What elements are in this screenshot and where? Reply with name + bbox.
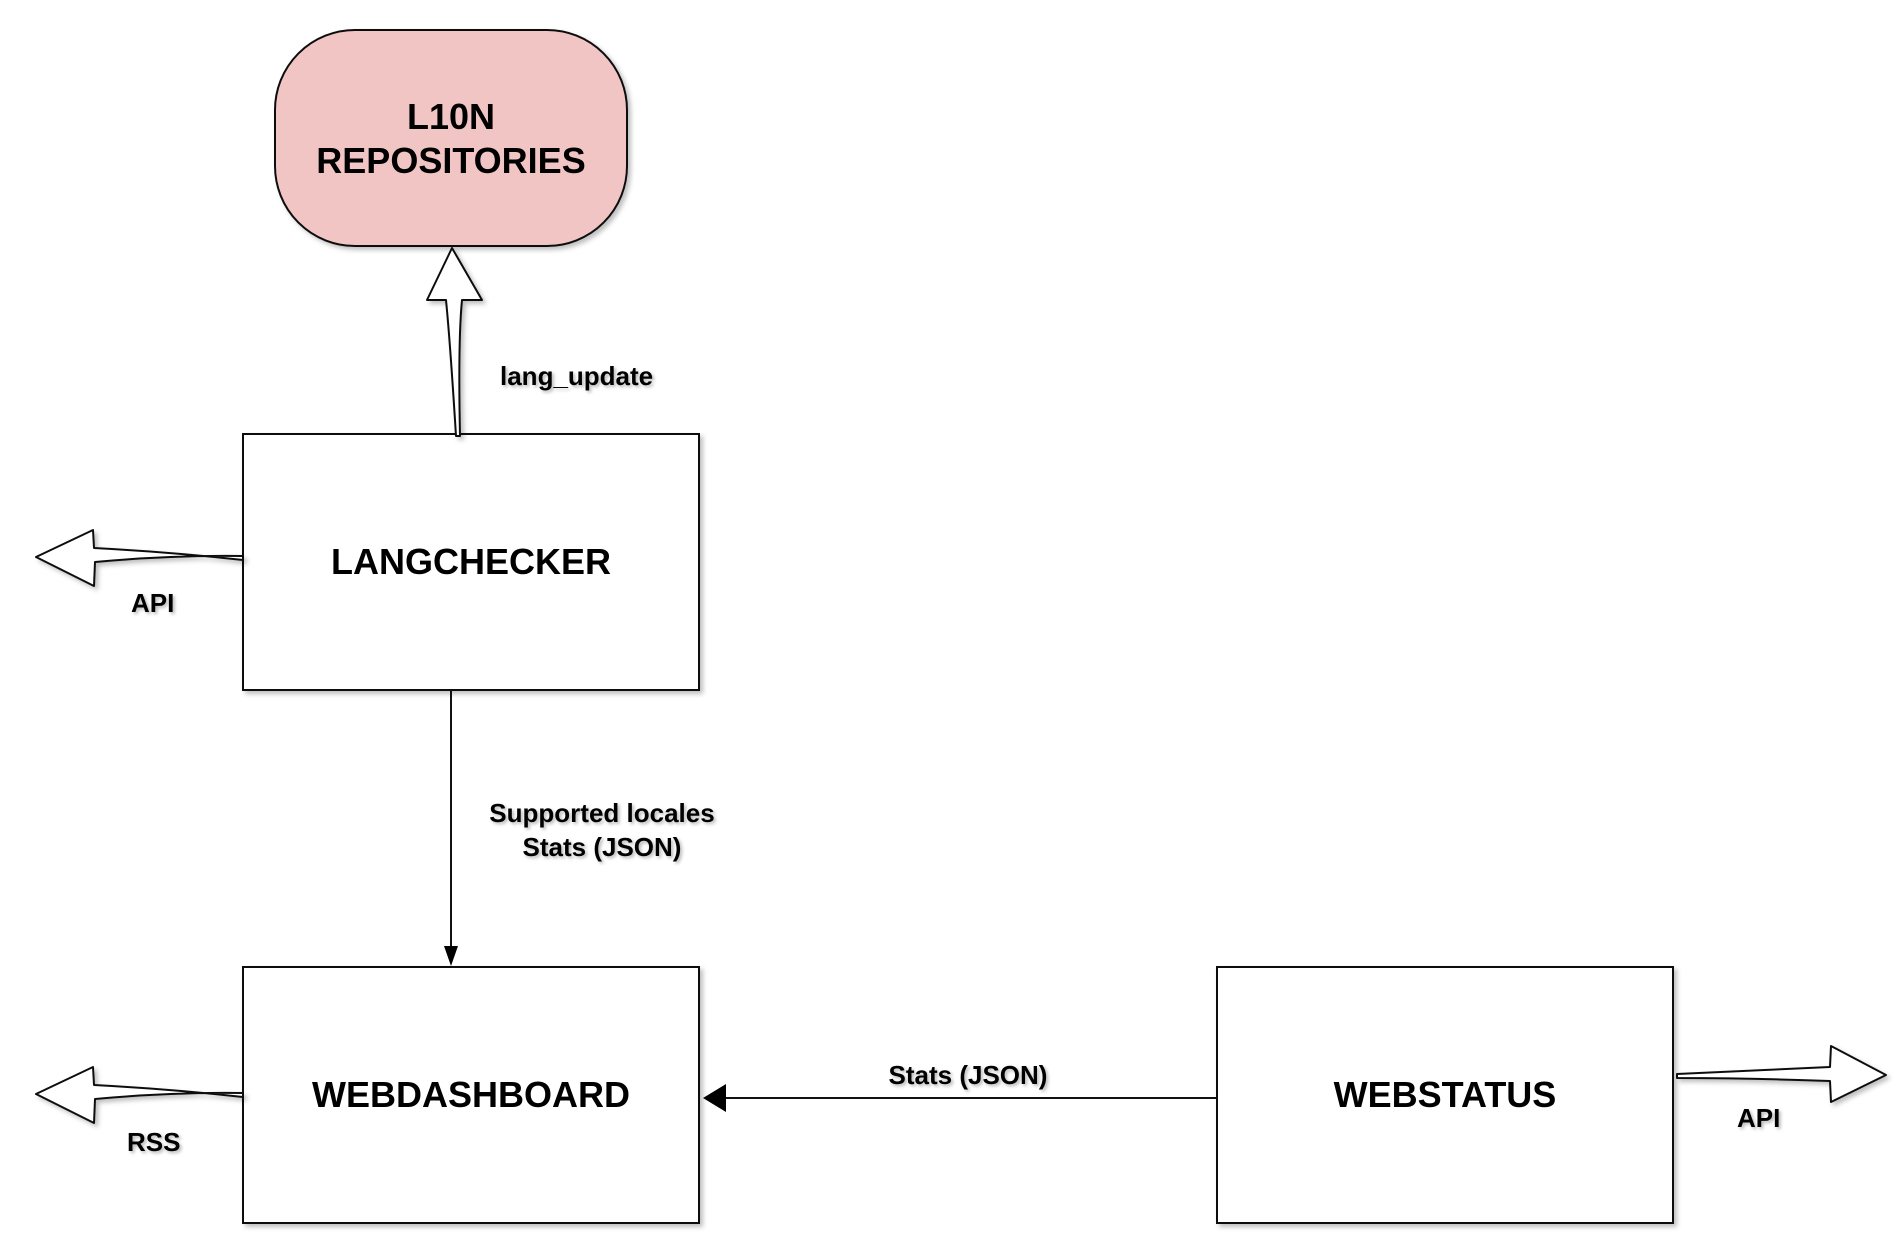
webstatus-api-arrow <box>1676 1045 1887 1103</box>
supported-locales-arrowhead <box>444 946 458 966</box>
langchecker-shape <box>242 433 700 691</box>
node-l10n-repositories: L10N REPOSITORIES <box>274 29 628 247</box>
edge-webstatus-stats: Stats (JSON) <box>703 1060 1217 1112</box>
webstatus-shape <box>1216 966 1674 1224</box>
node-langchecker: LANGCHECKER <box>242 433 700 691</box>
webdashboard-rss-arrow <box>35 1066 244 1124</box>
webdashboard-shape <box>242 966 700 1224</box>
webstatus-title: WEBSTATUS <box>1334 1074 1557 1115</box>
webstatus-stats-arrowhead <box>703 1084 726 1112</box>
repositories-title-line2: REPOSITORIES <box>316 140 585 181</box>
edge-lang-update: lang_update <box>426 247 653 437</box>
webdashboard-title: WEBDASHBOARD <box>312 1074 630 1115</box>
supported-locales-label-line1: Supported locales <box>489 798 714 828</box>
edge-webstatus-api: API <box>1676 1045 1887 1133</box>
lang-update-arrow <box>426 247 483 437</box>
supported-locales-label-line2: Stats (JSON) <box>523 832 682 862</box>
node-webdashboard: WEBDASHBOARD <box>242 966 700 1224</box>
edge-supported-locales: Supported locales Stats (JSON) <box>444 691 715 966</box>
webdashboard-rss-label: RSS <box>127 1127 180 1157</box>
node-webstatus: WEBSTATUS <box>1216 966 1674 1224</box>
lang-update-label: lang_update <box>500 361 653 391</box>
repositories-title-line1: L10N <box>407 96 495 137</box>
langchecker-api-arrow <box>35 529 244 587</box>
langchecker-api-label: API <box>131 588 174 618</box>
webstatus-stats-label: Stats (JSON) <box>889 1060 1048 1090</box>
langchecker-title: LANGCHECKER <box>331 541 611 582</box>
webstatus-api-label: API <box>1737 1103 1780 1133</box>
repositories-shape <box>274 29 628 247</box>
edge-webdashboard-rss: RSS <box>35 1066 244 1157</box>
edge-langchecker-api: API <box>35 529 244 618</box>
